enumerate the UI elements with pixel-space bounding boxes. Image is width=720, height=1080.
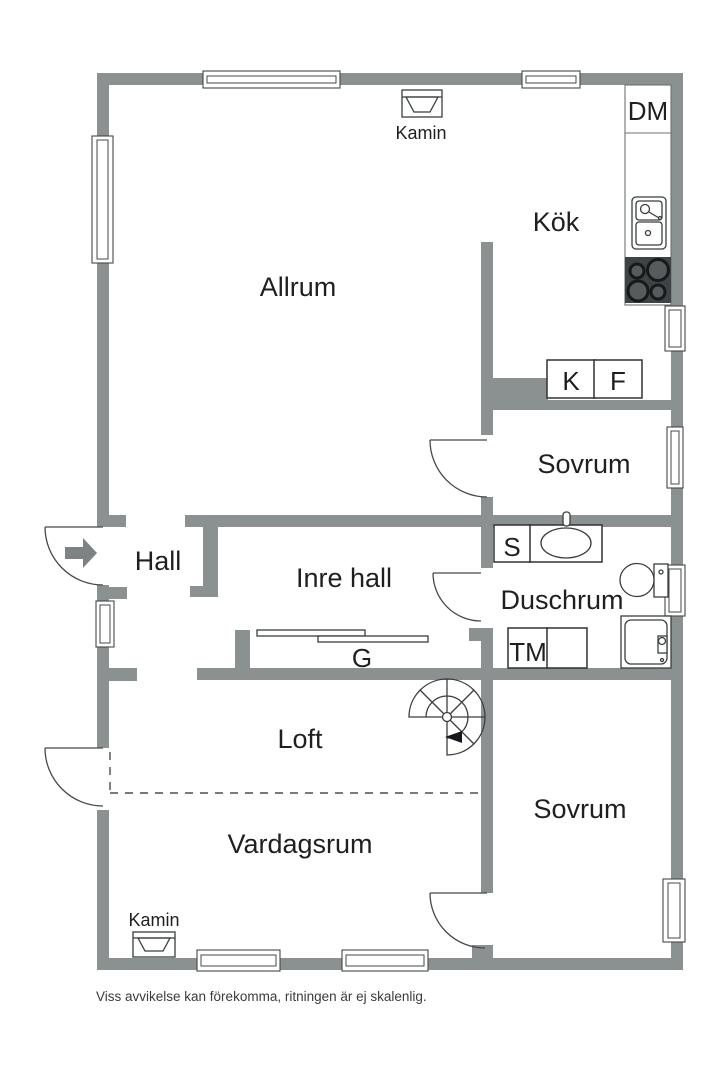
fixture-label-fireplace-bottom: Kamin bbox=[128, 910, 179, 930]
shower-icon bbox=[620, 615, 672, 669]
window-icon bbox=[91, 135, 114, 264]
room-label-vardagsrum: Vardagsrum bbox=[227, 829, 372, 859]
bathroom-area bbox=[528, 511, 672, 669]
wall-hall-partition bbox=[203, 527, 218, 597]
walls bbox=[97, 73, 683, 970]
fridge-box bbox=[546, 359, 596, 399]
entrance-arrow-icon bbox=[65, 538, 97, 568]
wardrobe-sliding-doors-icon bbox=[256, 629, 429, 643]
wall-loft-horizontal bbox=[197, 668, 493, 680]
wall-exterior-left-lower bbox=[97, 810, 109, 970]
labels: Allrum Kök Sovrum Hall Inre hall Duschru… bbox=[128, 96, 668, 930]
appliance-label-freezer: F bbox=[610, 366, 626, 396]
window-icon bbox=[95, 600, 115, 648]
freezer-box bbox=[593, 359, 643, 399]
appliance-label-fridge: K bbox=[562, 366, 580, 396]
entrance-door-arc bbox=[44, 526, 104, 586]
toilet-icon bbox=[619, 562, 669, 598]
appliance-label-wardrobe: G bbox=[352, 643, 372, 673]
wall-mid-horizontal bbox=[185, 515, 683, 527]
room-label-kok: Kök bbox=[533, 207, 580, 237]
wall-hall-partition-foot bbox=[190, 586, 204, 597]
sovrum-lower-door-arc bbox=[429, 892, 487, 949]
room-label-inre-hall: Inre hall bbox=[296, 563, 392, 593]
window-icon bbox=[196, 949, 281, 972]
stove-icon bbox=[625, 257, 671, 303]
sovrum-upper-door-arc bbox=[429, 439, 488, 498]
room-label-hall: Hall bbox=[135, 546, 182, 576]
room-label-sovrum-lower: Sovrum bbox=[533, 794, 626, 824]
bathroom-sink-icon bbox=[528, 511, 603, 563]
windows bbox=[91, 70, 686, 972]
utility-box bbox=[546, 627, 588, 669]
window-icon bbox=[521, 70, 581, 89]
wall-wardrobe-left bbox=[235, 630, 250, 668]
kitchen-sink-icon bbox=[631, 196, 667, 250]
window-icon bbox=[202, 70, 341, 89]
spiral-staircase-icon bbox=[408, 678, 486, 756]
window-icon bbox=[664, 305, 686, 352]
appliance-label-sink-cabinet: S bbox=[503, 532, 520, 562]
room-label-duschrum: Duschrum bbox=[500, 585, 623, 615]
stair-direction-arrow bbox=[445, 731, 462, 743]
disclaimer-text: Viss avvikelse kan förekomma, ritningen … bbox=[96, 989, 427, 1004]
kitchen-area bbox=[624, 84, 672, 306]
wall-hall-stub bbox=[97, 515, 126, 527]
doors bbox=[44, 439, 488, 949]
wall-entrance-jamb bbox=[109, 587, 127, 599]
sink-cabinet-box bbox=[493, 524, 531, 563]
wall-exterior-top bbox=[97, 73, 683, 85]
fireplace-bottom-icon bbox=[132, 931, 176, 958]
wall-kitchen-south bbox=[481, 400, 683, 410]
window-icon bbox=[664, 564, 686, 617]
window-icon bbox=[341, 949, 429, 972]
wall-central-bottom-foot bbox=[472, 945, 482, 958]
wall-kitchen-south-block bbox=[481, 378, 548, 402]
appliance-boxes bbox=[493, 359, 643, 669]
loft-edge-dashed-line bbox=[109, 752, 481, 794]
fireplace-top-icon bbox=[401, 89, 443, 118]
appliance-label-washing-machine: TM bbox=[509, 637, 547, 667]
room-label-allrum: Allrum bbox=[260, 272, 337, 302]
wall-duschrum-south bbox=[481, 668, 683, 680]
terrace-door-arc bbox=[44, 747, 104, 807]
wall-central-mid bbox=[481, 497, 493, 568]
wall-central-lower bbox=[481, 628, 493, 893]
duschrum-door-arc bbox=[432, 572, 482, 622]
room-label-sovrum-upper: Sovrum bbox=[537, 449, 630, 479]
fixture-label-fireplace-top: Kamin bbox=[395, 123, 446, 143]
window-icon bbox=[666, 426, 684, 489]
room-label-loft: Loft bbox=[277, 724, 323, 754]
wall-loft-stub bbox=[109, 668, 137, 681]
wall-central-lower-foot bbox=[469, 628, 481, 641]
kitchen-counter bbox=[624, 84, 672, 306]
window-icon bbox=[662, 878, 686, 943]
wall-central-bottom bbox=[481, 945, 493, 970]
appliance-label-dishwasher: DM bbox=[628, 96, 668, 126]
